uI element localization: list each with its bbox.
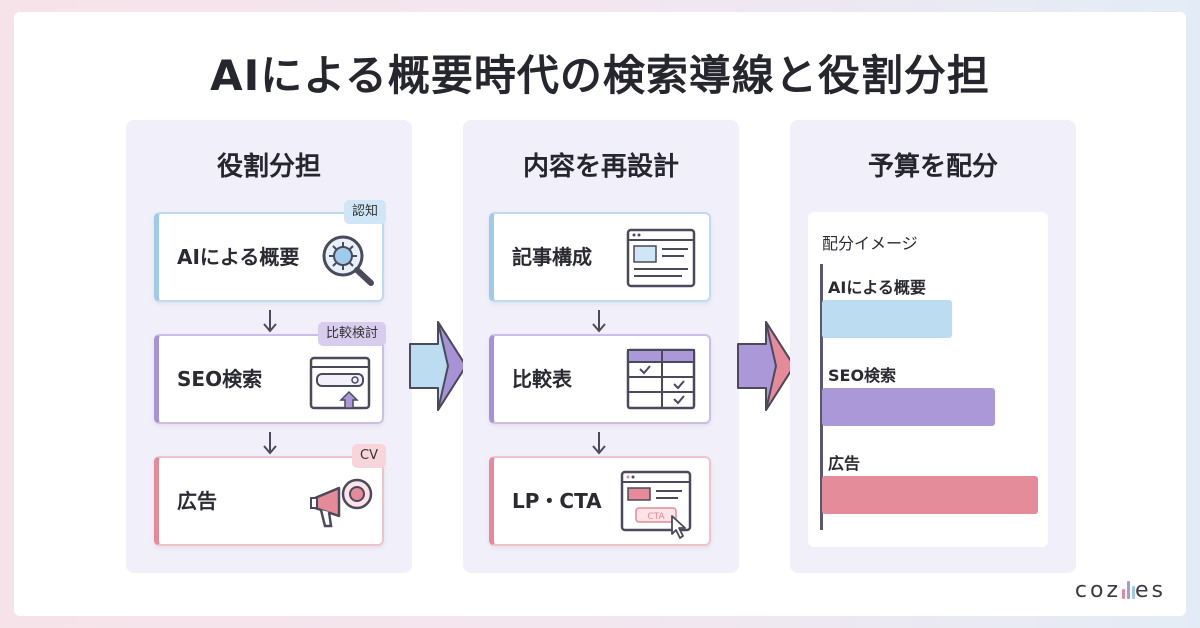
panel-title: 役割分担: [216, 152, 321, 182]
megaphone-icon: [310, 478, 373, 528]
card-label: 記事構成: [512, 245, 592, 269]
search-window-icon: [309, 356, 371, 410]
card-ads: 広告 CV: [154, 444, 386, 546]
card-comparison-table: 比較表: [489, 334, 711, 424]
flow-arrow-icon: [409, 321, 467, 411]
bar-label: AIによる概要: [828, 278, 926, 297]
panel-budget: 予算を配分 配分イメージ AIによる概要 SEO検索広告: [790, 120, 1076, 573]
panel-title: 内容を再設計: [522, 152, 679, 182]
chart-axis: [820, 264, 823, 530]
flow-arrow-icon: [737, 321, 795, 411]
down-arrow-icon: [263, 432, 277, 455]
down-arrow-icon: [592, 432, 606, 455]
card-article-structure: 記事構成: [489, 212, 711, 302]
brand-mark-icon: [1121, 581, 1135, 599]
bar-label: 広告: [828, 454, 861, 473]
card-lp-cta: LP・CTA CTA: [489, 456, 711, 546]
chart-caption: 配分イメージ: [822, 234, 918, 253]
card-label: LP・CTA: [512, 489, 602, 513]
tag-awareness: 認知: [343, 200, 386, 224]
tag-cv: CV: [352, 444, 386, 468]
card-label: 比較表: [512, 367, 572, 391]
card-ai-overview: AIによる概要 認知: [154, 200, 386, 302]
brand-text-a: coz: [1074, 578, 1121, 603]
panel-redesign: 内容を再設計 記事構成 比較表: [463, 120, 739, 573]
cta-icon-text: CTA: [647, 512, 665, 522]
card-seo-search: SEO検索 比較検討: [154, 322, 386, 424]
panel-roles: 役割分担 AIによる概要 認知 SEO検索 比較検討: [126, 120, 412, 573]
comparison-table-icon: [626, 348, 696, 410]
magnifier-ai-icon: [322, 235, 374, 286]
bar: [822, 388, 995, 426]
card-label: 広告: [177, 489, 217, 513]
card-label: AIによる概要: [177, 245, 300, 269]
bar: [822, 476, 1038, 514]
down-arrow-icon: [592, 310, 606, 333]
bar: [822, 300, 952, 338]
bar-label: SEO検索: [828, 366, 897, 385]
page-title: AIによる概要時代の検索導線と役割分担: [210, 51, 990, 100]
tag-consideration: 比較検討: [317, 322, 386, 346]
down-arrow-icon: [263, 310, 277, 333]
brand-text-b: es: [1135, 578, 1166, 603]
card-label: SEO検索: [177, 367, 263, 391]
landing-page-cta-icon: CTA: [620, 470, 692, 539]
panel-title: 予算を配分: [867, 152, 998, 182]
article-layout-icon: [626, 228, 696, 288]
budget-chart: 配分イメージ AIによる概要 SEO検索広告: [808, 212, 1048, 547]
